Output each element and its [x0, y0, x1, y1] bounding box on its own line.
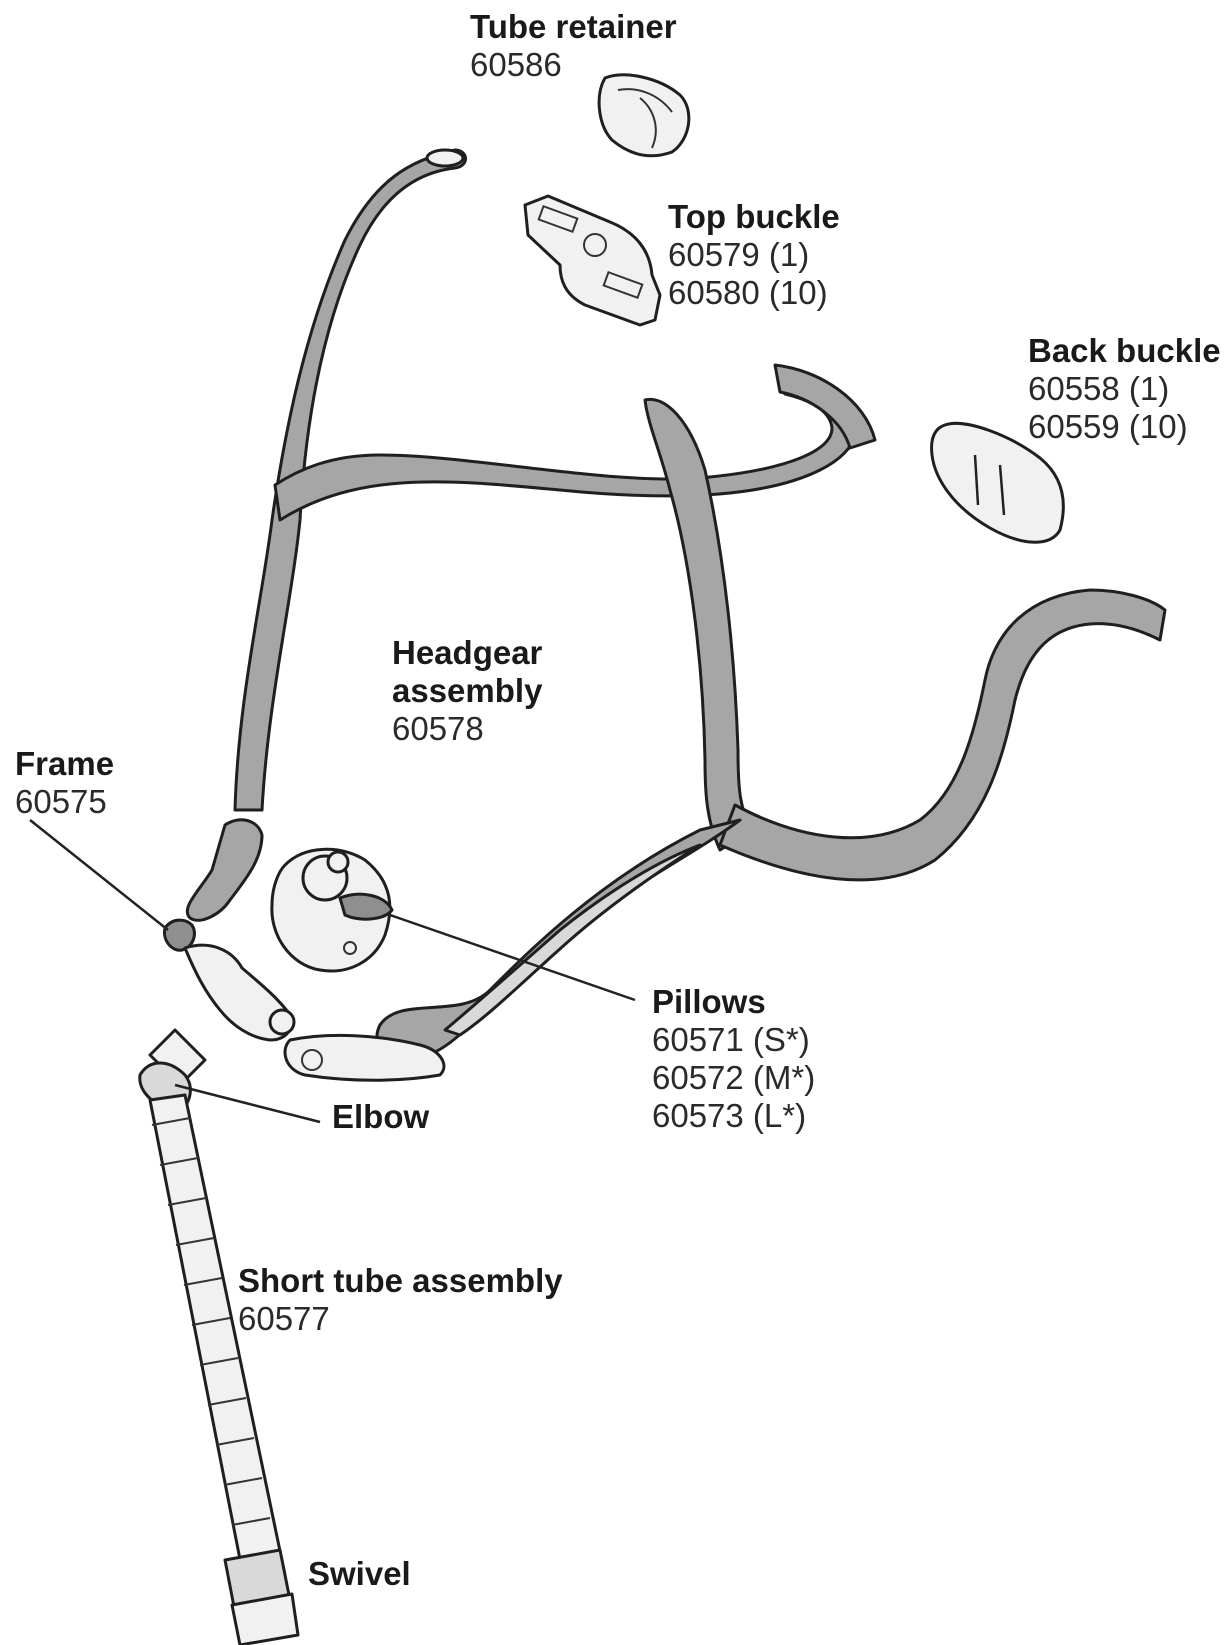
back-buckle-label: Back buckle 60558 (1) 60559 (10) — [1028, 332, 1221, 446]
swivel-graphic — [223, 1548, 300, 1645]
pillows-label: Pillows 60571 (S*) 60572 (M*) 60573 (L*) — [652, 983, 815, 1135]
top-buckle-code-1: 60579 (1) — [668, 236, 810, 273]
tube-ribs — [151, 1117, 271, 1526]
headgear-left-strap-tip — [425, 148, 465, 168]
frame-code: 60575 — [15, 783, 107, 820]
pillows-name: Pillows — [652, 983, 766, 1020]
tube-retainer-name: Tube retainer — [470, 8, 677, 45]
back-buckle-code-1: 60558 (1) — [1028, 370, 1170, 407]
back-buckle-graphic — [930, 421, 1065, 544]
back-buckle-code-2: 60559 (10) — [1028, 408, 1188, 445]
top-buckle-graphic — [523, 194, 662, 327]
frame-name: Frame — [15, 745, 115, 782]
pillows-code-s: 60571 (S*) — [652, 1021, 810, 1058]
headgear-name-line1: Headgear — [392, 634, 543, 671]
headgear-left-connector — [185, 818, 264, 922]
headgear-top-loop — [773, 363, 877, 450]
headgear-name-line2: assembly — [392, 672, 543, 709]
tube-retainer-graphic — [597, 73, 691, 158]
headgear-bottom-connector — [283, 1033, 446, 1082]
elbow-leader-line — [174, 1083, 321, 1124]
elbow-label: Elbow — [332, 1098, 429, 1136]
back-buckle-name: Back buckle — [1028, 332, 1221, 369]
frame-graphic — [162, 918, 296, 1042]
headgear-lower-arm-inner — [443, 843, 702, 1037]
swivel-label: Swivel — [308, 1555, 411, 1593]
top-buckle-code-2: 60580 (10) — [668, 274, 828, 311]
elbow-name: Elbow — [332, 1098, 430, 1135]
short-tube-name: Short tube assembly — [238, 1262, 563, 1299]
headgear-upper-cross-strap — [273, 366, 858, 522]
short-tube-label: Short tube assembly 60577 — [238, 1262, 563, 1338]
headgear-center-strap — [643, 397, 754, 852]
pillows-code-m: 60572 (M*) — [652, 1059, 816, 1096]
headgear-right-strap — [718, 588, 1167, 882]
short-tube-graphic — [148, 1093, 287, 1587]
tube-retainer-code: 60586 — [470, 46, 562, 83]
logo-mark-icon — [301, 1049, 323, 1071]
headgear-code: 60578 — [392, 710, 484, 747]
top-buckle-name: Top buckle — [668, 198, 840, 235]
pillows-code-l: 60573 (L*) — [652, 1097, 807, 1134]
top-buckle-label: Top buckle 60579 (1) 60580 (10) — [668, 198, 840, 312]
swivel-name: Swivel — [308, 1555, 411, 1592]
pillows-graphic — [270, 847, 394, 973]
headgear-assembly-graphic — [185, 148, 1167, 1082]
frame-label: Frame 60575 — [15, 745, 114, 821]
headgear-label: Headgear assembly 60578 — [392, 634, 542, 748]
short-tube-code: 60577 — [238, 1300, 330, 1337]
tube-retainer-label: Tube retainer 60586 — [470, 8, 677, 84]
frame-leader-line — [29, 819, 169, 931]
pillows-leader-line — [389, 913, 636, 1002]
